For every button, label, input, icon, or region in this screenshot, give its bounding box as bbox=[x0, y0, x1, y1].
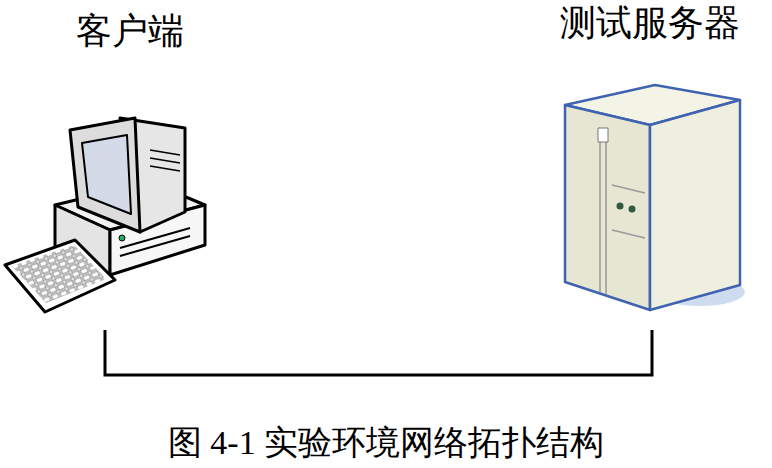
client-computer-icon bbox=[5, 118, 205, 312]
network-link bbox=[105, 330, 652, 375]
server-icon bbox=[565, 85, 745, 310]
figure-caption: 图 4-1 实验环境网络拓扑结构 bbox=[0, 424, 772, 461]
device-label: 客户端 bbox=[0, 12, 260, 52]
device-node: 测试服务器 bbox=[530, 4, 770, 330]
device-node: 客户端 bbox=[0, 12, 260, 330]
device-label: 测试服务器 bbox=[530, 4, 770, 44]
